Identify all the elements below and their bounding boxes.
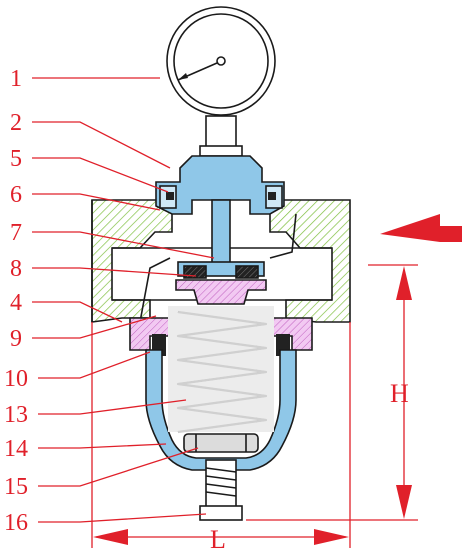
part-label-16: 16 bbox=[4, 510, 28, 536]
adjusting-screw bbox=[199, 459, 243, 521]
dimension-l-label: L bbox=[210, 525, 226, 551]
flow-direction-arrow-icon bbox=[380, 214, 462, 242]
piston-assembly bbox=[175, 261, 267, 305]
dimension-l: L bbox=[91, 322, 351, 551]
spring-seat bbox=[183, 433, 259, 453]
gauge-stem bbox=[205, 115, 237, 151]
part-label-9: 9 bbox=[10, 326, 22, 352]
part-label-8: 8 bbox=[10, 256, 22, 282]
part-label-5: 5 bbox=[10, 146, 22, 172]
part-label-7: 7 bbox=[10, 220, 22, 246]
part-label-13: 13 bbox=[4, 402, 28, 428]
compression-spring bbox=[168, 306, 274, 434]
top-cap bbox=[155, 155, 285, 215]
dimension-h: H bbox=[246, 264, 418, 521]
bypass-channel bbox=[139, 213, 297, 323]
part-label-15: 15 bbox=[4, 474, 28, 500]
valve-stem bbox=[211, 199, 231, 267]
part-label-1: 1 bbox=[10, 66, 22, 92]
part-label-4: 4 bbox=[10, 290, 22, 316]
part-label-10: 10 bbox=[4, 366, 28, 392]
part-label-2: 2 bbox=[10, 110, 22, 136]
part-label-6: 6 bbox=[10, 182, 22, 208]
dimension-h-label: H bbox=[390, 379, 409, 408]
part-labels: 1 2 5 6 7 8 4 9 10 13 14 15 16 bbox=[4, 66, 215, 536]
part-label-14: 14 bbox=[4, 436, 28, 462]
pressure-gauge bbox=[166, 6, 276, 116]
